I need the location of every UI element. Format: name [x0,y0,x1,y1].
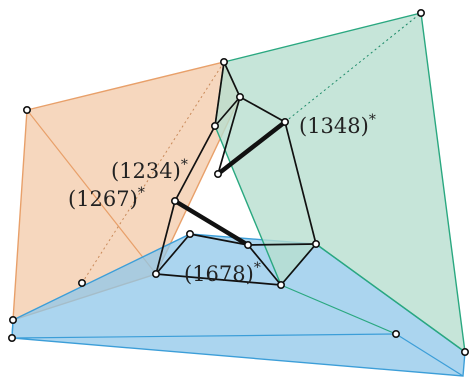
label-1678: (1678)* [184,260,261,286]
dual-polytope-edges [155,61,317,286]
green-facet-hidden-edge [284,12,422,123]
blue-facet-edge-b [11,333,397,339]
green-facet-inner-edge [315,243,466,353]
vertex-markers [8,9,469,356]
orange-facet-hidden-edge [81,61,225,284]
blue-facet-edge-c [395,333,464,377]
blue-facet-edge-d [280,284,397,335]
orange-facet [12,61,241,321]
label-1348: (1348)* [299,112,376,138]
label-1234: (1234)* [111,157,188,183]
thick-edge-1267-1678 [172,198,251,248]
orange-facet-inner-edge [26,109,157,275]
label-1267: (1267)* [68,185,145,211]
thick-edge-1348 [215,119,288,177]
